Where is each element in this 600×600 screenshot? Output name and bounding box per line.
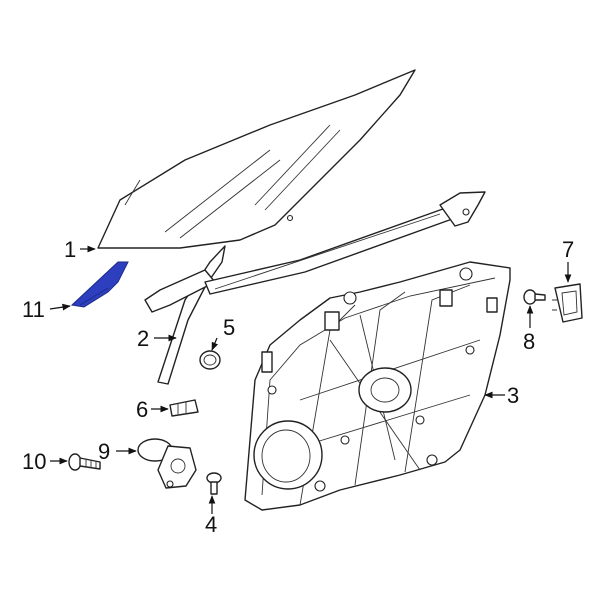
- switch-part[interactable]: [552, 283, 583, 323]
- bolt-part[interactable]: [68, 453, 101, 471]
- callout-8: 8: [523, 329, 535, 354]
- callout-3: 3: [507, 383, 519, 408]
- callout-6: 6: [136, 397, 148, 422]
- callout-10: 10: [22, 449, 46, 474]
- screw-part[interactable]: [206, 472, 222, 495]
- clip-part[interactable]: [169, 399, 199, 417]
- callouts: 1 2 3 4 5 6 7 8 9 10 11: [22, 237, 574, 537]
- door-glass-part[interactable]: [97, 69, 416, 249]
- regulator-panel-part[interactable]: [244, 261, 511, 511]
- fastener-part[interactable]: [523, 289, 546, 305]
- callout-4: 4: [205, 512, 217, 537]
- leader-lines: [49, 245, 572, 514]
- callout-11: 11: [22, 297, 45, 322]
- callout-1: 1: [64, 237, 76, 262]
- guide-rail-part[interactable]: [204, 191, 486, 295]
- corner-trim-part[interactable]: [70, 261, 129, 308]
- callout-9: 9: [98, 439, 110, 464]
- window-motor-part[interactable]: [137, 438, 197, 489]
- callout-5: 5: [223, 315, 235, 340]
- callout-2: 2: [137, 326, 149, 351]
- callout-7: 7: [562, 237, 574, 262]
- grommet-part[interactable]: [199, 350, 221, 370]
